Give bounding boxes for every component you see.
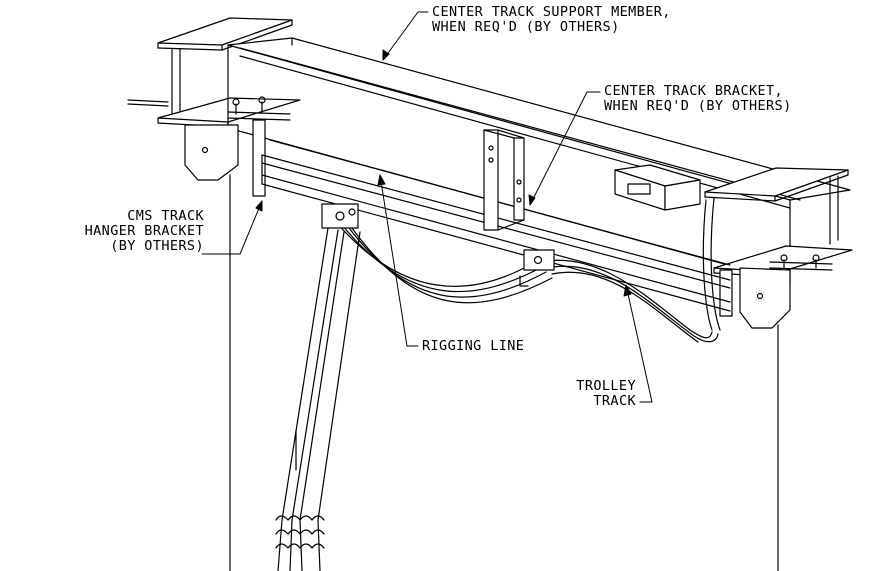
callout-line: RIGGING LINE: [422, 338, 525, 354]
left-hanger-bracket: [185, 97, 290, 196]
callout-line: HANGER BRACKET: [84, 223, 204, 239]
leader-lines: [202, 12, 652, 402]
callout-cms-track-hanger-bracket: CMS TRACK HANGER BRACKET (BY OTHERS): [8, 209, 204, 254]
center-track-support-member: [228, 38, 850, 282]
callout-line: (BY OTHERS): [110, 238, 204, 254]
callout-line: CENTER TRACK SUPPORT MEMBER,: [432, 4, 671, 20]
callout-center-track-bracket: CENTER TRACK BRACKET, WHEN REQ'D (BY OTH…: [604, 84, 792, 114]
callout-line: CENTER TRACK BRACKET,: [604, 83, 784, 99]
callout-center-track-support-member: CENTER TRACK SUPPORT MEMBER, WHEN REQ'D …: [432, 5, 671, 35]
left-beam: [128, 18, 300, 127]
callout-rigging-line: RIGGING LINE: [422, 339, 524, 354]
junction-box: [615, 165, 700, 210]
callout-line: TROLLEY: [576, 378, 636, 394]
callout-line: WHEN REQ'D (BY OTHERS): [604, 98, 792, 114]
left-carrier: [322, 204, 358, 228]
callout-line: WHEN REQ'D (BY OTHERS): [432, 19, 620, 35]
center-carrier: [520, 250, 554, 286]
right-beam: [705, 168, 852, 277]
curtain-loops: [330, 198, 720, 342]
callout-trolley-track: TROLLEY TRACK: [536, 379, 636, 409]
callout-line: CMS TRACK: [127, 208, 204, 224]
callout-line: TRACK: [593, 393, 636, 409]
curtain-stack: [276, 228, 360, 571]
right-hanger-bracket: [720, 255, 832, 328]
center-track-bracket: [484, 130, 524, 230]
